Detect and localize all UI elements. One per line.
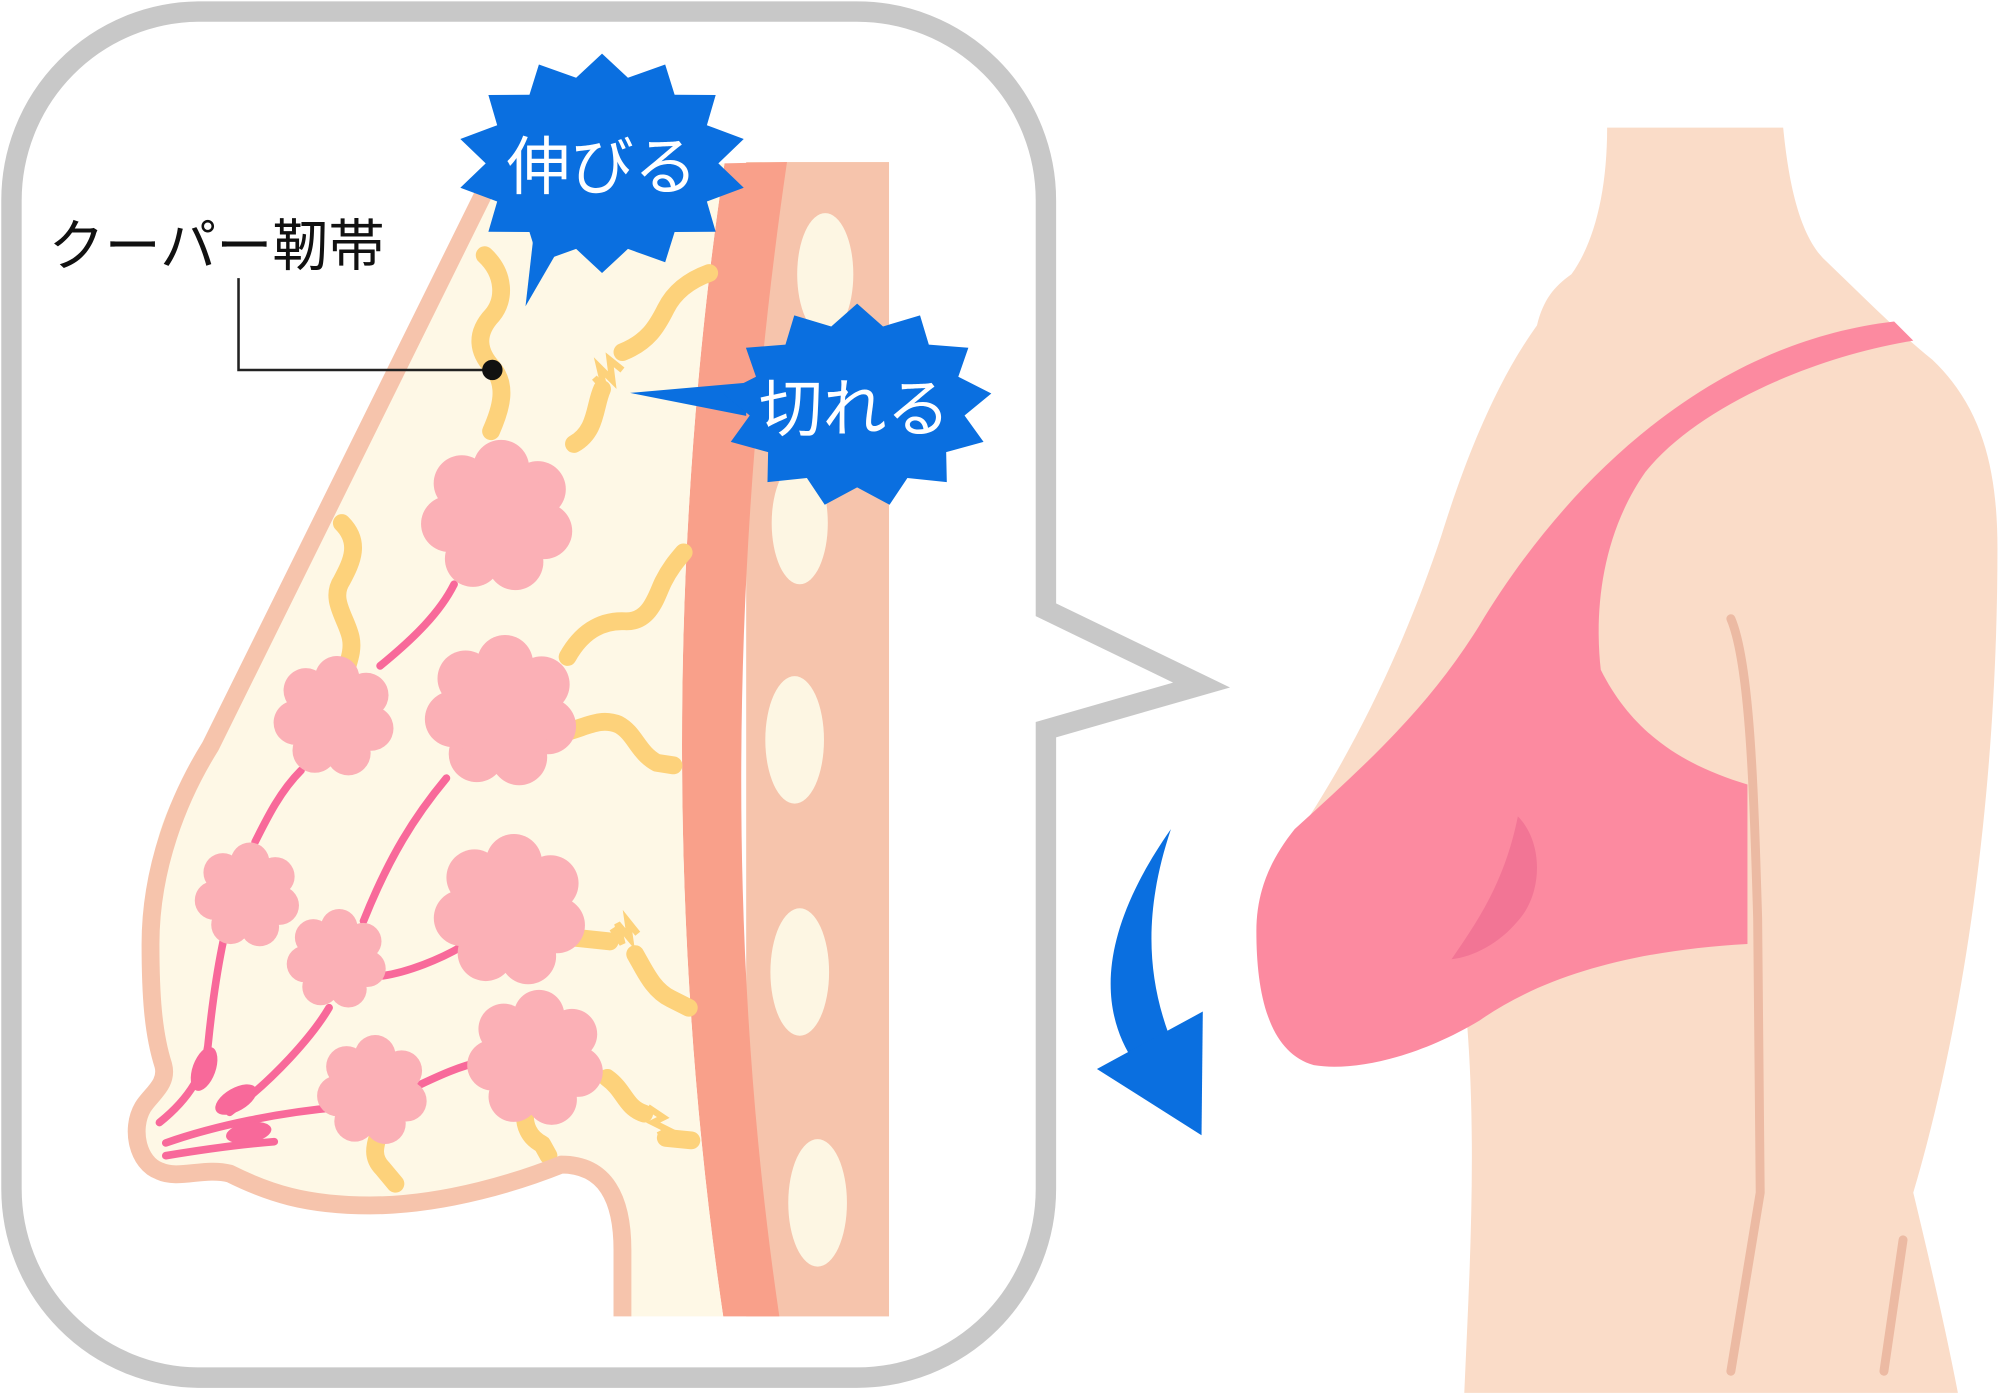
- forearm-outline: [1879, 1235, 1908, 1376]
- ligament-labeled: [471, 246, 511, 441]
- rib: [788, 1139, 847, 1267]
- tear-starburst: [722, 303, 992, 505]
- rib: [797, 213, 854, 336]
- rib: [771, 461, 828, 585]
- sagging-breast: [1256, 321, 1914, 1067]
- sag-arrow-shaft: [1110, 829, 1171, 1064]
- sag-arrow: [1096, 829, 1203, 1136]
- lobule-cluster: [433, 834, 585, 985]
- duct: [161, 1103, 344, 1147]
- ligament-label-group: クーパー靭帯: [48, 214, 503, 381]
- lobule-cluster: [194, 842, 299, 947]
- lobule-core: [456, 857, 564, 965]
- duct-sinus: [226, 1121, 272, 1144]
- ligament-tear-mark: [609, 909, 641, 950]
- lobule-core: [488, 1011, 584, 1107]
- stretch-starburst: [460, 53, 744, 274]
- pectoral-muscle: [682, 162, 787, 1317]
- tear-burst: 切れる: [630, 303, 992, 505]
- skin-outline: [127, 174, 632, 1317]
- tear-pointer: [630, 382, 747, 416]
- ligament: [656, 1128, 701, 1150]
- duct: [251, 766, 305, 846]
- ligament-torn-lower: [565, 380, 611, 453]
- ligament-torn-upper: [613, 264, 719, 362]
- ligament-tear-mark: [592, 352, 625, 392]
- lobule-cluster: [421, 439, 573, 591]
- sag-arrow-head: [1096, 1011, 1203, 1136]
- lobule-core: [210, 858, 285, 933]
- lobule-core: [333, 1052, 411, 1130]
- lobule-cluster: [467, 989, 603, 1125]
- lobule-core: [447, 658, 555, 766]
- lobule-cluster: [424, 635, 577, 786]
- ligament: [552, 712, 683, 775]
- cross-section: [127, 162, 890, 1317]
- lobule-core: [291, 674, 377, 760]
- stretch-burst: 伸びる: [460, 53, 744, 307]
- duct: [378, 942, 466, 980]
- leader-dot: [482, 359, 503, 381]
- leader-line: [237, 278, 493, 372]
- rib: [765, 676, 824, 804]
- ligament: [558, 543, 693, 666]
- ligament: [598, 1068, 654, 1123]
- lobule-core: [301, 924, 372, 995]
- duct: [376, 580, 458, 670]
- duct: [359, 774, 451, 925]
- stretch-label: 伸びる: [506, 131, 697, 205]
- duct-sinus: [190, 1047, 218, 1091]
- mammary-lobules: [194, 439, 603, 1144]
- arm-outline: [1726, 614, 1765, 1376]
- lobule-core: [444, 463, 551, 570]
- tear-label: 切れる: [759, 373, 950, 447]
- lobule-cluster: [286, 908, 386, 1008]
- duct: [161, 1137, 279, 1160]
- lobule-cluster: [273, 655, 394, 776]
- duct-sinus: [215, 1084, 257, 1115]
- lobule-cluster: [317, 1035, 427, 1144]
- breast-shadow: [1451, 816, 1537, 960]
- rib: [770, 908, 830, 1036]
- ligament: [626, 945, 698, 1017]
- torso-figure: [1256, 127, 1998, 1393]
- ligament-label: クーパー靭帯: [48, 214, 384, 279]
